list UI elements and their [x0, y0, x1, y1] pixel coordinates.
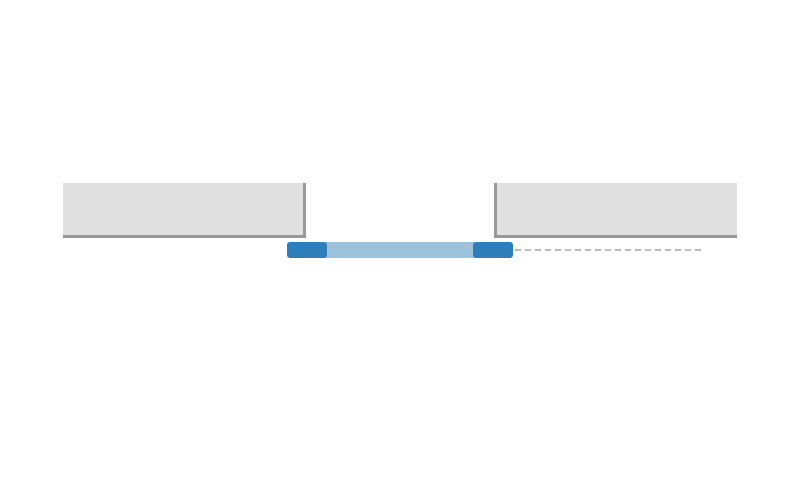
range-slider-lower-handle[interactable]	[287, 242, 327, 258]
dashed-guide-line	[515, 249, 701, 251]
right-panel-block	[494, 183, 737, 238]
left-panel-block	[63, 183, 306, 238]
range-slider-track[interactable]	[287, 242, 513, 258]
range-slider-upper-handle[interactable]	[473, 242, 513, 258]
